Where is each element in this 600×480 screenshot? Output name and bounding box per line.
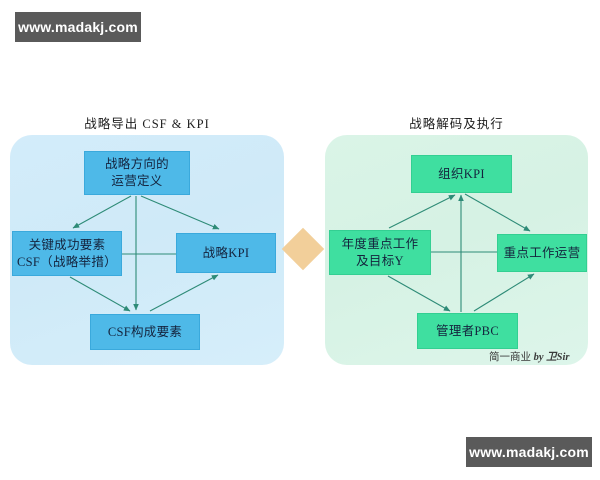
node-key-success-factors-line2: CSF（战略举措）	[17, 254, 117, 269]
node-focus-work-operation[interactable]: 重点工作运营	[497, 234, 587, 272]
node-csf-elements[interactable]: CSF构成要素	[90, 314, 200, 350]
node-strategy-kpi[interactable]: 战略KPI	[176, 233, 276, 273]
signature-brand: 简一商业	[489, 352, 531, 363]
signature: 简一商业 by 卫Sir	[489, 349, 570, 364]
node-key-success-factors-line1: 关键成功要素	[28, 237, 106, 252]
node-organization-kpi[interactable]: 组织KPI	[411, 155, 512, 193]
node-key-success-factors[interactable]: 关键成功要素 CSF（战略举措）	[12, 231, 122, 276]
left-panel-title: 战略导出 CSF & KPI	[84, 117, 210, 131]
node-annual-focus-work[interactable]: 年度重点工作 及目标Y	[329, 230, 431, 275]
right-panel-title: 战略解码及执行	[409, 117, 504, 131]
node-strategy-kpi-label: 战略KPI	[202, 245, 250, 260]
node-strategy-direction-line2: 运营定义	[111, 174, 163, 188]
node-annual-focus-work-line1: 年度重点工作	[341, 236, 419, 251]
node-organization-kpi-label: 组织KPI	[438, 166, 485, 181]
node-focus-work-operation-label: 重点工作运营	[503, 245, 581, 260]
node-annual-focus-work-line2: 及目标Y	[356, 253, 404, 268]
signature-author: 卫Sir	[546, 352, 570, 363]
signature-by: by	[533, 352, 544, 363]
node-csf-elements-label: CSF构成要素	[107, 324, 183, 339]
node-manager-pbc[interactable]: 管理者PBC	[417, 313, 518, 349]
node-strategy-direction[interactable]: 战略方向的 运营定义	[84, 151, 190, 195]
transition-diamond-icon	[281, 227, 325, 271]
node-strategy-direction-line1: 战略方向的	[104, 157, 169, 172]
watermark-top: www.madakj.com	[15, 12, 141, 42]
node-manager-pbc-label: 管理者PBC	[436, 323, 499, 338]
watermark-bottom: www.madakj.com	[466, 437, 592, 467]
